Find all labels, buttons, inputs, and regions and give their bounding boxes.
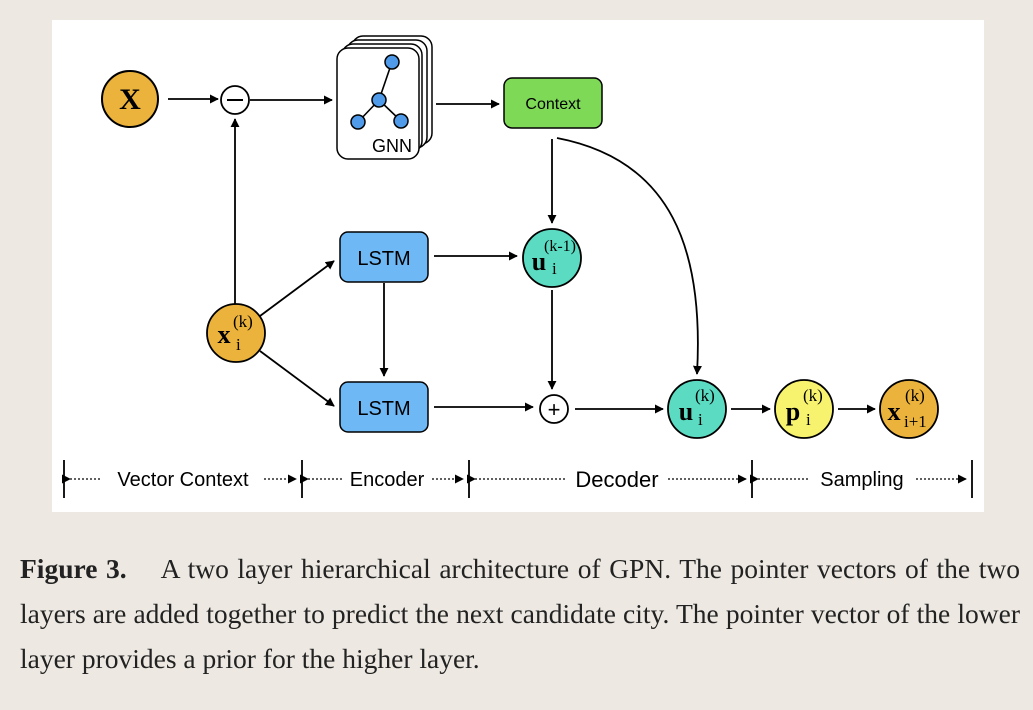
add-label: + <box>548 397 561 422</box>
caption-text: A two layer hierarchical architecture of… <box>20 553 1020 674</box>
x-ik-sup: (k) <box>233 312 253 331</box>
lstm-top-box <box>339 231 429 283</box>
p-k-circle <box>774 379 834 439</box>
lstm-bottom-label: LSTM <box>357 398 410 420</box>
input-x-label: X <box>119 83 141 116</box>
u-k-minus-1-circle <box>522 228 582 288</box>
section-label-sampling: Sampling <box>820 469 903 491</box>
lstm-bottom-box <box>339 381 429 433</box>
u-k-circle <box>667 379 727 439</box>
u-k-node: u i (k) <box>667 379 727 439</box>
input-x-node: X <box>101 70 159 128</box>
figure-caption: Figure 3.A two layer hierarchical archit… <box>20 546 1020 681</box>
x-ik-node: x i (k) <box>206 303 266 363</box>
add-node: + <box>539 394 569 424</box>
u-k-minus-1-sup: (k-1) <box>544 238 576 255</box>
section-bar: Vector Context Encoder Decoder Sampling <box>61 460 973 498</box>
input-x-circle <box>101 70 159 128</box>
u-k-sub: i <box>698 410 703 429</box>
context-node: Context <box>503 77 603 129</box>
section-label-encoder: Encoder <box>350 469 425 491</box>
x-ik-circle <box>206 303 266 363</box>
lstm-top-node: LSTM <box>339 231 429 283</box>
u-k-minus-1-base: u <box>532 247 546 276</box>
x-ik-base: x <box>218 320 231 349</box>
section-label-vector-context: Vector Context <box>117 469 249 491</box>
arrow-context-to-u-k <box>556 137 702 375</box>
context-box <box>503 77 603 129</box>
gnn-label: GNN <box>372 136 412 156</box>
p-k-sup: (k) <box>803 386 823 405</box>
x-next-node: x i+1 (k) <box>879 379 939 439</box>
x-next-base: x <box>888 397 901 426</box>
subtract-node <box>220 85 250 115</box>
u-k-minus-1-sub: i <box>552 259 557 278</box>
p-k-base: p <box>786 397 800 426</box>
lstm-top-label: LSTM <box>357 248 410 270</box>
x-next-sup: (k) <box>905 386 925 405</box>
figure-panel: X GNN Context LSTM LSTM <box>52 20 984 512</box>
gnn-block: GNN <box>336 35 433 160</box>
p-k-sub: i <box>806 410 811 429</box>
u-k-minus-1-node: u i (k-1) <box>522 228 582 288</box>
context-label: Context <box>525 96 581 113</box>
add-circle <box>539 394 569 424</box>
u-k-sup: (k) <box>695 386 715 405</box>
arrow-xik-to-lstm-bottom <box>259 350 335 407</box>
x-next-sub: i+1 <box>904 412 927 431</box>
u-k-base: u <box>679 397 693 426</box>
x-ik-sub: i <box>236 335 241 354</box>
arrow-xik-to-lstm-top <box>259 260 335 317</box>
graph-icon <box>350 54 409 130</box>
architecture-diagram: X GNN Context LSTM LSTM <box>61 35 973 498</box>
x-next-circle <box>879 379 939 439</box>
caption-label: Figure 3. <box>20 553 127 584</box>
connections <box>168 94 876 414</box>
p-k-node: p i (k) <box>774 379 834 439</box>
lstm-bottom-node: LSTM <box>339 381 429 433</box>
section-label-decoder: Decoder <box>575 467 658 492</box>
